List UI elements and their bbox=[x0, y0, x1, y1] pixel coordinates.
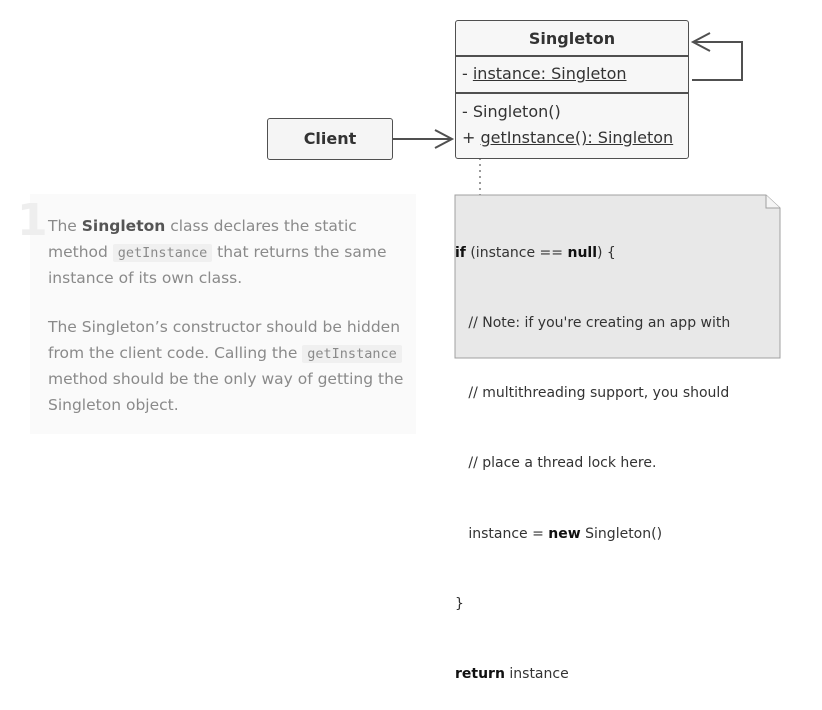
field-visibility: - bbox=[462, 64, 473, 83]
client-box: Client bbox=[267, 118, 393, 160]
keyword-null: null bbox=[567, 244, 598, 261]
bold-class-name: Singleton bbox=[81, 217, 166, 235]
text: The bbox=[48, 217, 82, 235]
method-get-instance: + getInstance(): Singleton bbox=[462, 128, 673, 147]
keyword-new: new bbox=[548, 525, 581, 542]
code-text: instance bbox=[504, 666, 569, 683]
code-line-5: instance = new Singleton() bbox=[455, 523, 730, 546]
code-text: Singleton() bbox=[580, 525, 663, 542]
code-line-6: } bbox=[455, 595, 464, 612]
description-panel bbox=[30, 194, 416, 434]
method-visibility: + bbox=[462, 128, 481, 147]
client-arrowhead bbox=[434, 129, 455, 149]
class-name: Singleton bbox=[528, 29, 616, 48]
keyword-return: return bbox=[455, 666, 505, 683]
method-text: getInstance(): Singleton bbox=[480, 128, 674, 147]
code-line-1: if (instance == null) { bbox=[455, 242, 730, 265]
code-note: if (instance == null) { // Note: if you'… bbox=[455, 195, 730, 710]
code-line-4: // place a thread lock here. bbox=[455, 455, 657, 472]
step-number: 1 bbox=[17, 195, 48, 246]
code-text: instance = bbox=[455, 525, 549, 542]
self-reference-arrowhead bbox=[690, 32, 711, 52]
diagram-canvas bbox=[392, 32, 781, 359]
text: The Singleton’s constructor should be hi… bbox=[48, 318, 401, 362]
field-instance: - instance: Singleton bbox=[462, 64, 627, 83]
description-paragraph-2: The Singleton’s constructor should be hi… bbox=[48, 315, 410, 418]
code-text: ) { bbox=[597, 244, 616, 261]
code-note-shape bbox=[454, 194, 781, 359]
code-line-7: return instance bbox=[455, 663, 730, 686]
class-name-section: Singleton bbox=[455, 20, 689, 56]
class-fields-section: - instance: Singleton bbox=[455, 56, 689, 93]
code-text: (instance == bbox=[465, 244, 568, 261]
inline-code: getInstance bbox=[302, 344, 402, 363]
code-line-2: // Note: if you're creating an app with bbox=[455, 315, 731, 332]
text: method should be the only way of getting… bbox=[48, 370, 404, 414]
inline-code: getInstance bbox=[112, 243, 213, 262]
text: that returns the same instance of its ow… bbox=[48, 242, 387, 288]
text: class declares the static method bbox=[48, 217, 357, 261]
code-line-3: // multithreading support, you should bbox=[455, 385, 730, 402]
keyword-if: if bbox=[455, 244, 466, 261]
class-methods-section: - Singleton() + getInstance(): Singleton bbox=[455, 93, 689, 159]
note-fold-corner bbox=[765, 195, 780, 209]
description-paragraph-1: The Singleton class declares the static … bbox=[48, 214, 410, 292]
field-text: instance: Singleton bbox=[472, 64, 627, 83]
self-reference-loop bbox=[692, 41, 743, 81]
method-constructor: - Singleton() bbox=[462, 102, 561, 121]
